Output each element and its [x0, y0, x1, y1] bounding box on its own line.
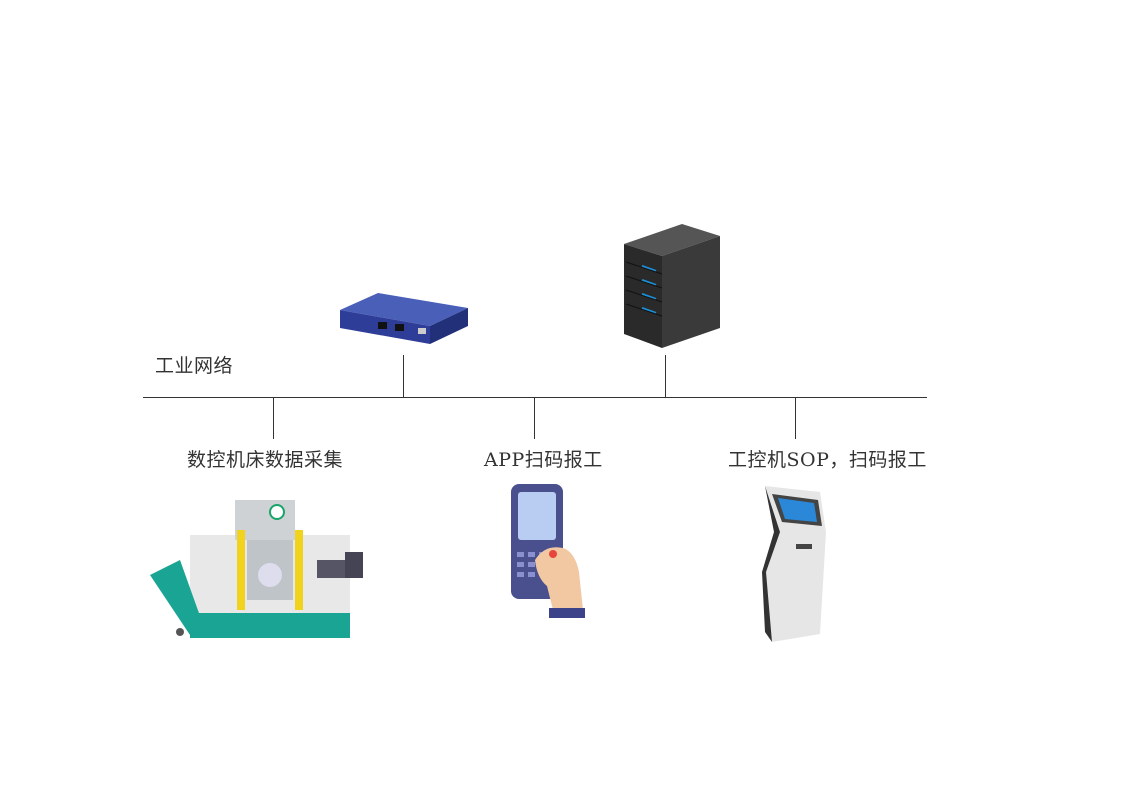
node-label-kiosk: 工控机SOP，扫码报工	[728, 449, 927, 471]
cnc-connector	[273, 397, 274, 439]
server-connector	[665, 355, 666, 397]
server-icon	[624, 224, 720, 348]
network-switch-icon	[340, 293, 468, 344]
node-label-cnc: 数控机床数据采集	[187, 449, 344, 471]
switch-connector	[403, 355, 404, 397]
node-label-app: APP扫码报工	[484, 449, 603, 471]
kiosk-terminal-icon	[762, 486, 826, 642]
network-bus	[143, 397, 927, 398]
handheld-scanner-icon	[511, 484, 585, 618]
network-label: 工业网络	[155, 355, 234, 377]
app-connector	[534, 397, 535, 439]
kiosk-connector	[795, 397, 796, 439]
cnc-machine-icon	[150, 500, 363, 638]
